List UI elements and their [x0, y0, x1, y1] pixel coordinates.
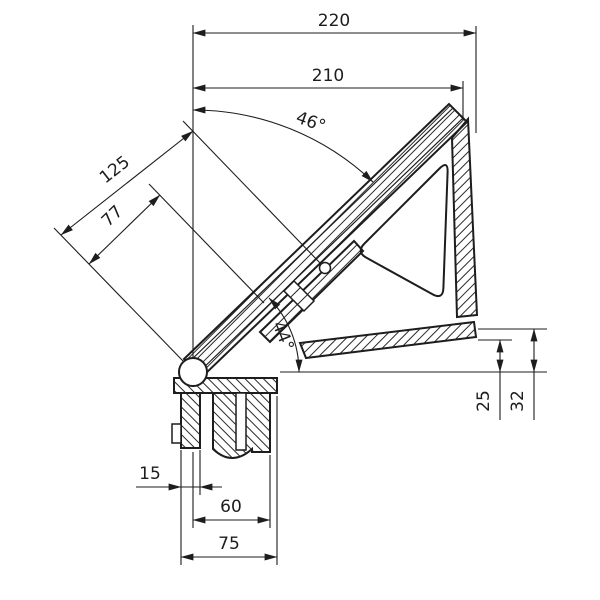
dim-label-60: 60: [220, 497, 242, 517]
part-inner-triangle: [359, 164, 449, 298]
arm-inner-line-top: [187, 107, 454, 364]
dim-label-210: 210: [312, 66, 344, 86]
dim-label-75: 75: [218, 534, 240, 554]
dim-label-77: 77: [98, 202, 127, 231]
dim-label-15: 15: [139, 464, 161, 484]
dim-label-220: 220: [318, 11, 350, 31]
dim-label-32: 32: [508, 390, 528, 412]
part-bracket-right-wall: [450, 116, 479, 319]
screw-slot-line-2: [290, 287, 301, 298]
ext-line-screw-diagonal: [182, 120, 322, 265]
angle-arc-46: [192, 106, 374, 183]
part-base-left-step: [171, 423, 182, 444]
angle-arc-44: [268, 297, 303, 373]
dim-line-125: [60, 130, 194, 236]
dimension-lines: [53, 25, 547, 565]
part-screw-head-circle: [318, 261, 332, 275]
part-pivot-circle: [178, 357, 208, 387]
part-geometry: [171, 102, 479, 459]
part-base-slot: [235, 392, 247, 451]
ext-line-pivot-diagonal: [53, 227, 184, 362]
angle-label-44: 44°: [268, 318, 298, 353]
part-bracket-bottom-wall: [298, 320, 478, 360]
ext-line-77-diagonal: [148, 183, 265, 304]
dim-line-77: [88, 194, 161, 265]
arm-inner-line-bottom: [197, 117, 464, 374]
part-base-left-wall: [180, 392, 201, 449]
dim-label-25: 25: [474, 390, 494, 412]
